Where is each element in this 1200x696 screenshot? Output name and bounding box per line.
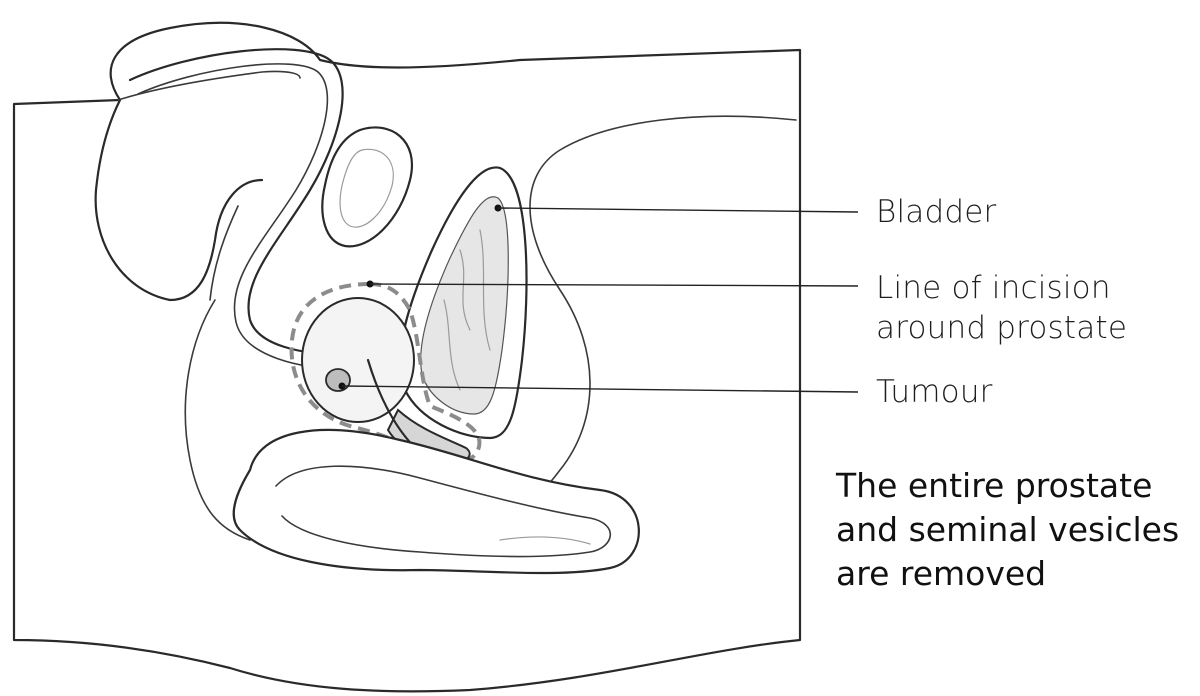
tumour-label: Tumour	[876, 372, 993, 412]
incision-label-line2: around prostate	[876, 308, 1127, 348]
caption-line3: are removed	[836, 552, 1196, 596]
caption-line2: and seminal vesicles	[836, 508, 1196, 552]
caption: The entire prostate and seminal vesicles…	[836, 464, 1196, 596]
caption-line1: The entire prostate	[836, 464, 1196, 508]
incision-label-line1: Line of incision	[876, 268, 1127, 308]
tumour	[326, 369, 350, 391]
incision-label: Line of incision around prostate	[876, 268, 1127, 348]
bladder-label: Bladder	[876, 192, 996, 232]
prostate	[302, 298, 414, 422]
